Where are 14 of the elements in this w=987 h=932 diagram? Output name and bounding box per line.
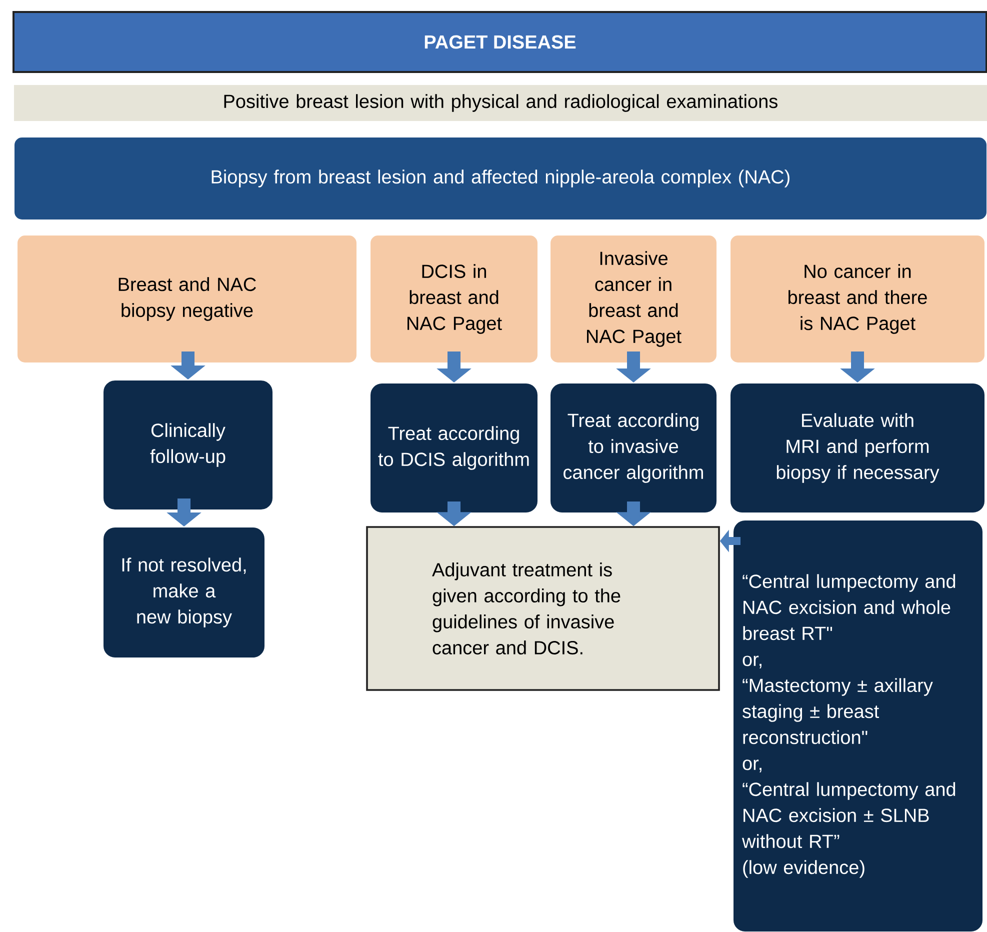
- result-box: No cancer in breast and there is NAC Paget: [730, 234, 986, 364]
- title-bar: PAGET DISEASE: [12, 11, 987, 73]
- options-box: “Central lumpectomy and NAC excision and whole breast RT" or, “Mastectomy ± axillary staging ± breast reconstruction" or, “Central lumpectomy and NAC excision ± SLNB without RT” (low evidence): [732, 520, 984, 932]
- action-box: Evaluate with MRI and perform biopsy if necessary: [730, 382, 986, 514]
- action-box: If not resolved, make a new biopsy: [102, 526, 266, 658]
- result-box: DCIS in breast and NAC Paget: [370, 234, 538, 364]
- process-box: Biopsy from breast lesion and affected nipple-areola complex (NAC): [14, 136, 987, 220]
- action-box: Treat according to DCIS algorithm: [370, 382, 538, 514]
- action-box: Treat according to invasive cancer algorithm: [550, 382, 718, 514]
- result-box: Breast and NAC biopsy negative: [16, 234, 358, 364]
- result-box: Invasive cancer in breast and NAC Paget: [550, 234, 718, 364]
- header-band: Positive breast lesion with physical and radiological examinations: [14, 85, 987, 121]
- outcome-box: Adjuvant treatment is given according to the guidelines of invasive cancer and DCIS.: [366, 526, 720, 691]
- action-box: Clinically follow-up: [102, 380, 274, 510]
